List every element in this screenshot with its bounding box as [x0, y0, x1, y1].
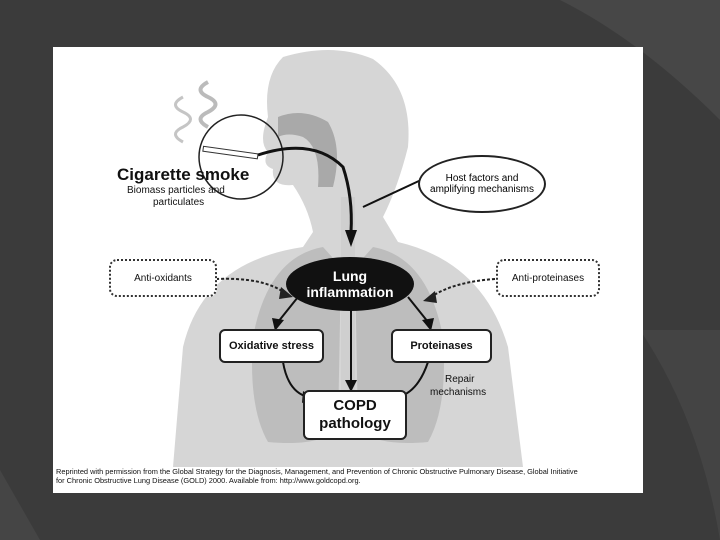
source-caption-line2: for Chronic Obstructive Lung Disease (GO… — [56, 476, 361, 485]
repair-label-line2: mechanisms — [430, 387, 487, 398]
source-caption-line1: Reprinted with permission from the Globa… — [56, 467, 578, 476]
proteinases-node: Proteinases — [391, 329, 492, 363]
cigarette-smoke-label: Cigarette smoke — [117, 165, 250, 184]
anti-oxidants-node: Anti-oxidants — [109, 259, 217, 297]
anti-proteinases-node: Anti-proteinases — [496, 259, 600, 297]
lung-inflammation-line1: Lung — [332, 268, 368, 284]
lung-inflammation-node: Lung inflammation — [286, 257, 414, 311]
copd-pathology-line1: COPD — [333, 397, 377, 414]
source-caption: Reprinted with permission from the Globa… — [53, 467, 643, 485]
biomass-label-line1: Biomass particles and — [127, 185, 225, 196]
biomass-label-line2: particulates — [153, 197, 205, 208]
diagram-slide: Cigarette smoke Biomass particles and pa… — [53, 47, 643, 493]
lung-inflammation-line2: inflammation — [306, 284, 394, 300]
copd-pathology-node: COPD pathology — [303, 390, 407, 440]
repair-label-line1: Repair — [445, 374, 475, 385]
copd-pathology-line2: pathology — [319, 415, 391, 432]
host-factors-line2: amplifying mechanisms — [430, 184, 534, 195]
oxidative-stress-node: Oxidative stress — [219, 329, 324, 363]
host-factors-node: Host factors and amplifying mechanisms — [418, 155, 546, 213]
host-factors-line1: Host factors and — [445, 173, 519, 184]
